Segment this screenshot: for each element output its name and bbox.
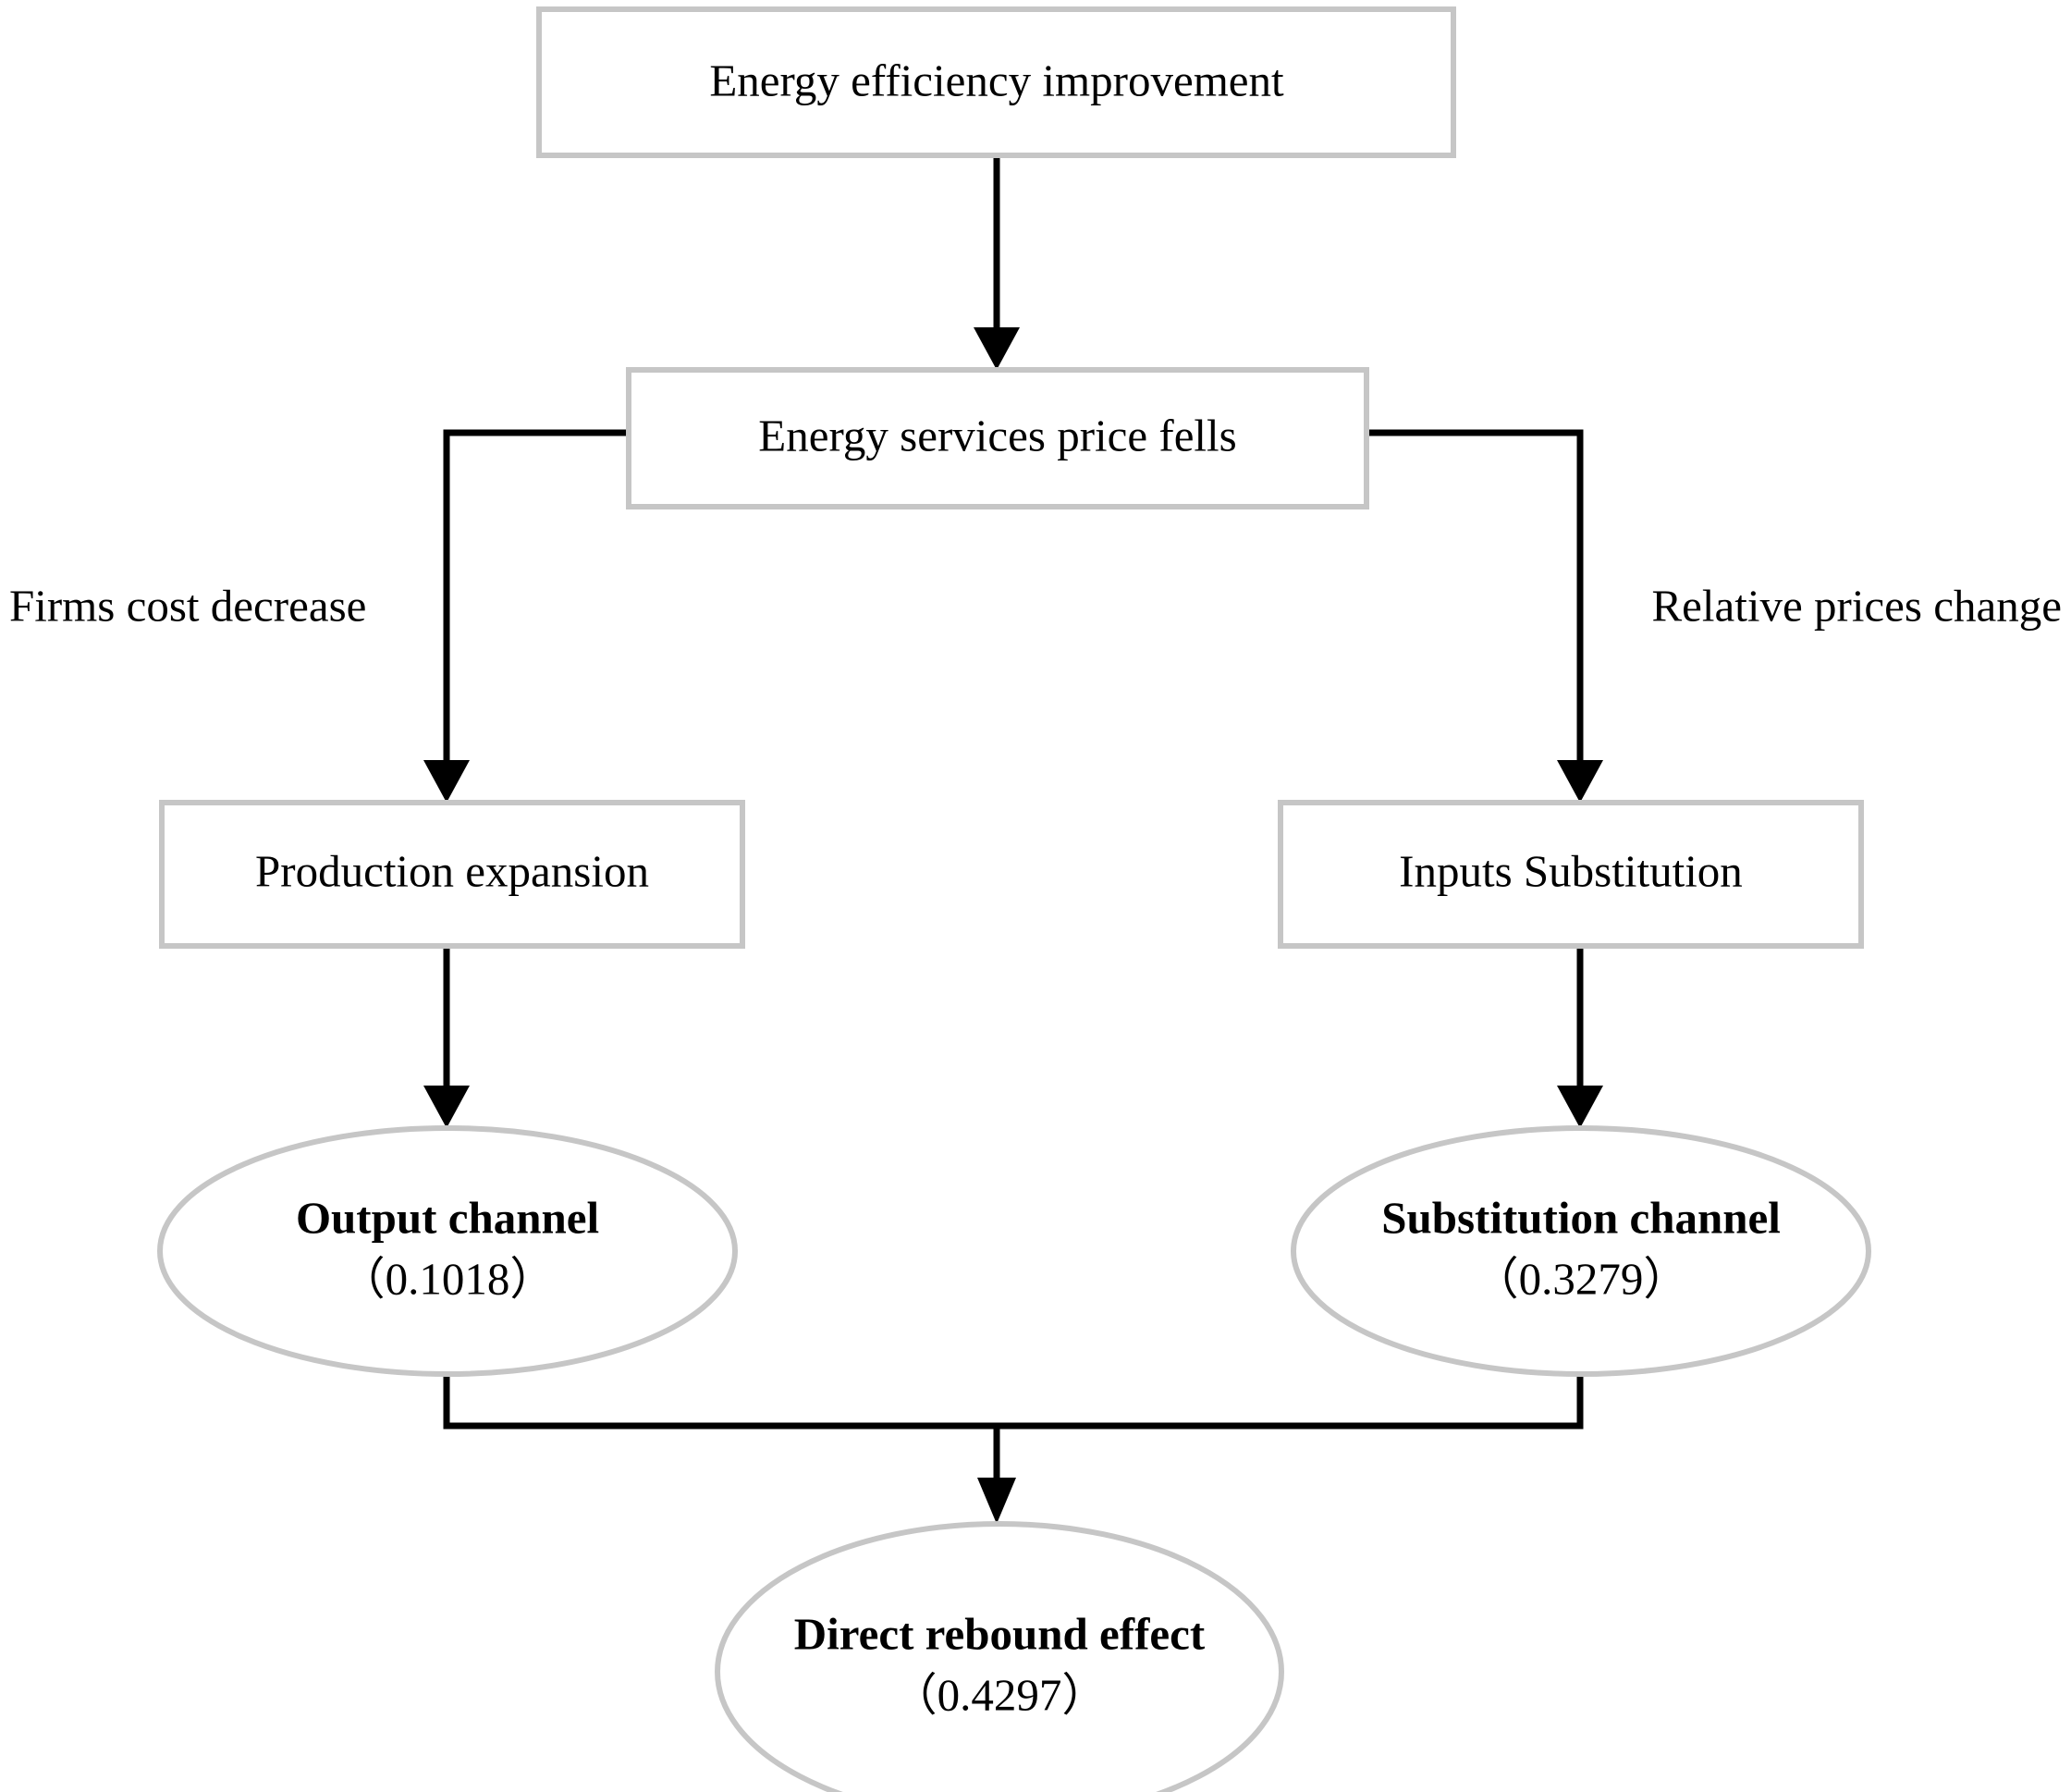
arrowhead-icon xyxy=(423,760,470,803)
node-label: Output channel xyxy=(296,1192,599,1243)
node-substitution-channel[interactable]: Substitution channel （0.3279） xyxy=(1291,1125,1871,1377)
node-value: （0.1018） xyxy=(340,1253,556,1304)
node-label: Inputs Substitution xyxy=(1399,845,1743,896)
arrowhead-icon xyxy=(977,1478,1016,1524)
arrowhead-icon xyxy=(1557,1086,1603,1128)
node-label: Direct rebound effect xyxy=(794,1608,1206,1659)
node-energy-efficiency-improvement[interactable]: Energy efficiency improvement xyxy=(536,6,1456,158)
edge-label-firms-cost-decrease: Firms cost decrease xyxy=(9,580,366,631)
node-ellipse[interactable] xyxy=(157,1125,738,1377)
node-ellipse[interactable] xyxy=(1291,1125,1871,1377)
edge-channels-to-rebound xyxy=(443,1373,1584,1524)
arrowhead-icon xyxy=(974,327,1020,370)
arrowhead-icon xyxy=(423,1086,470,1128)
edge-production-to-output xyxy=(423,946,470,1128)
node-ellipse[interactable] xyxy=(715,1521,1284,1792)
node-box[interactable] xyxy=(536,6,1456,158)
node-output-channel[interactable]: Output channel （0.1018） xyxy=(157,1125,738,1377)
edge-substitution-to-channel xyxy=(1557,946,1603,1128)
node-direct-rebound-effect[interactable]: Direct rebound effect （0.4297） xyxy=(715,1521,1284,1792)
edge-label-relative-prices-change: Relative prices change xyxy=(1651,580,2062,631)
node-label: Energy efficiency improvement xyxy=(709,55,1284,105)
node-energy-services-price-fells[interactable]: Energy services price fells xyxy=(626,367,1369,509)
node-box[interactable] xyxy=(1278,800,1864,949)
connector-layer xyxy=(423,155,1603,1524)
node-value: （0.4297） xyxy=(892,1669,1108,1720)
node-box[interactable] xyxy=(159,800,745,949)
node-inputs-substitution[interactable]: Inputs Substitution xyxy=(1278,800,1864,949)
edge-price-to-substitution xyxy=(1366,429,1603,803)
node-label: Production expansion xyxy=(255,845,649,896)
arrowhead-icon xyxy=(1557,760,1603,803)
edge-price-to-production xyxy=(423,429,629,803)
edge-efficiency-to-price xyxy=(974,155,1020,370)
node-production-expansion[interactable]: Production expansion xyxy=(159,800,745,949)
node-label: Energy services price fells xyxy=(758,410,1236,460)
node-box[interactable] xyxy=(626,367,1369,509)
node-label: Substitution channel xyxy=(1381,1192,1781,1243)
node-value: （0.3279） xyxy=(1474,1253,1689,1304)
